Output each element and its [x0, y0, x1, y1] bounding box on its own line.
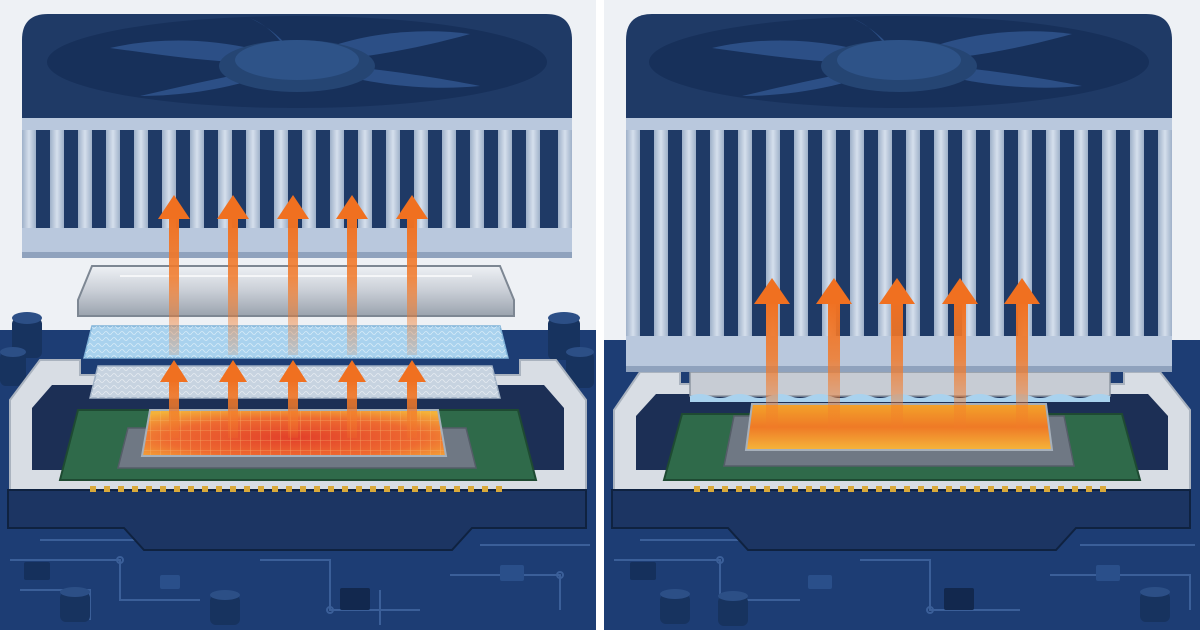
- smd-chip: [500, 565, 524, 581]
- heatsink-icon: [22, 118, 572, 258]
- smd-chip: [1096, 565, 1120, 581]
- smd-chip: [24, 562, 50, 580]
- smd-chip: [630, 562, 656, 580]
- heat-arrow-icon: [158, 195, 428, 355]
- heatsink-icon: [626, 118, 1172, 372]
- panel-right-thin-interface: [604, 0, 1200, 630]
- capacitor-icon: [660, 587, 1170, 626]
- cpu-chip-icon: [944, 588, 974, 610]
- smd-chip: [160, 575, 180, 589]
- heat-arrow-icon: [160, 360, 426, 438]
- cpu-chip-icon: [340, 588, 370, 610]
- heat-arrow-icon: [754, 278, 1040, 430]
- circuit-trace-icon: [10, 539, 590, 625]
- fan-icon: [22, 14, 572, 118]
- smd-chip: [808, 575, 832, 589]
- panel-left-thick-interface: [0, 0, 596, 630]
- panel-divider: [596, 0, 604, 630]
- capacitor-icon: [0, 312, 594, 625]
- fan-icon: [626, 14, 1172, 118]
